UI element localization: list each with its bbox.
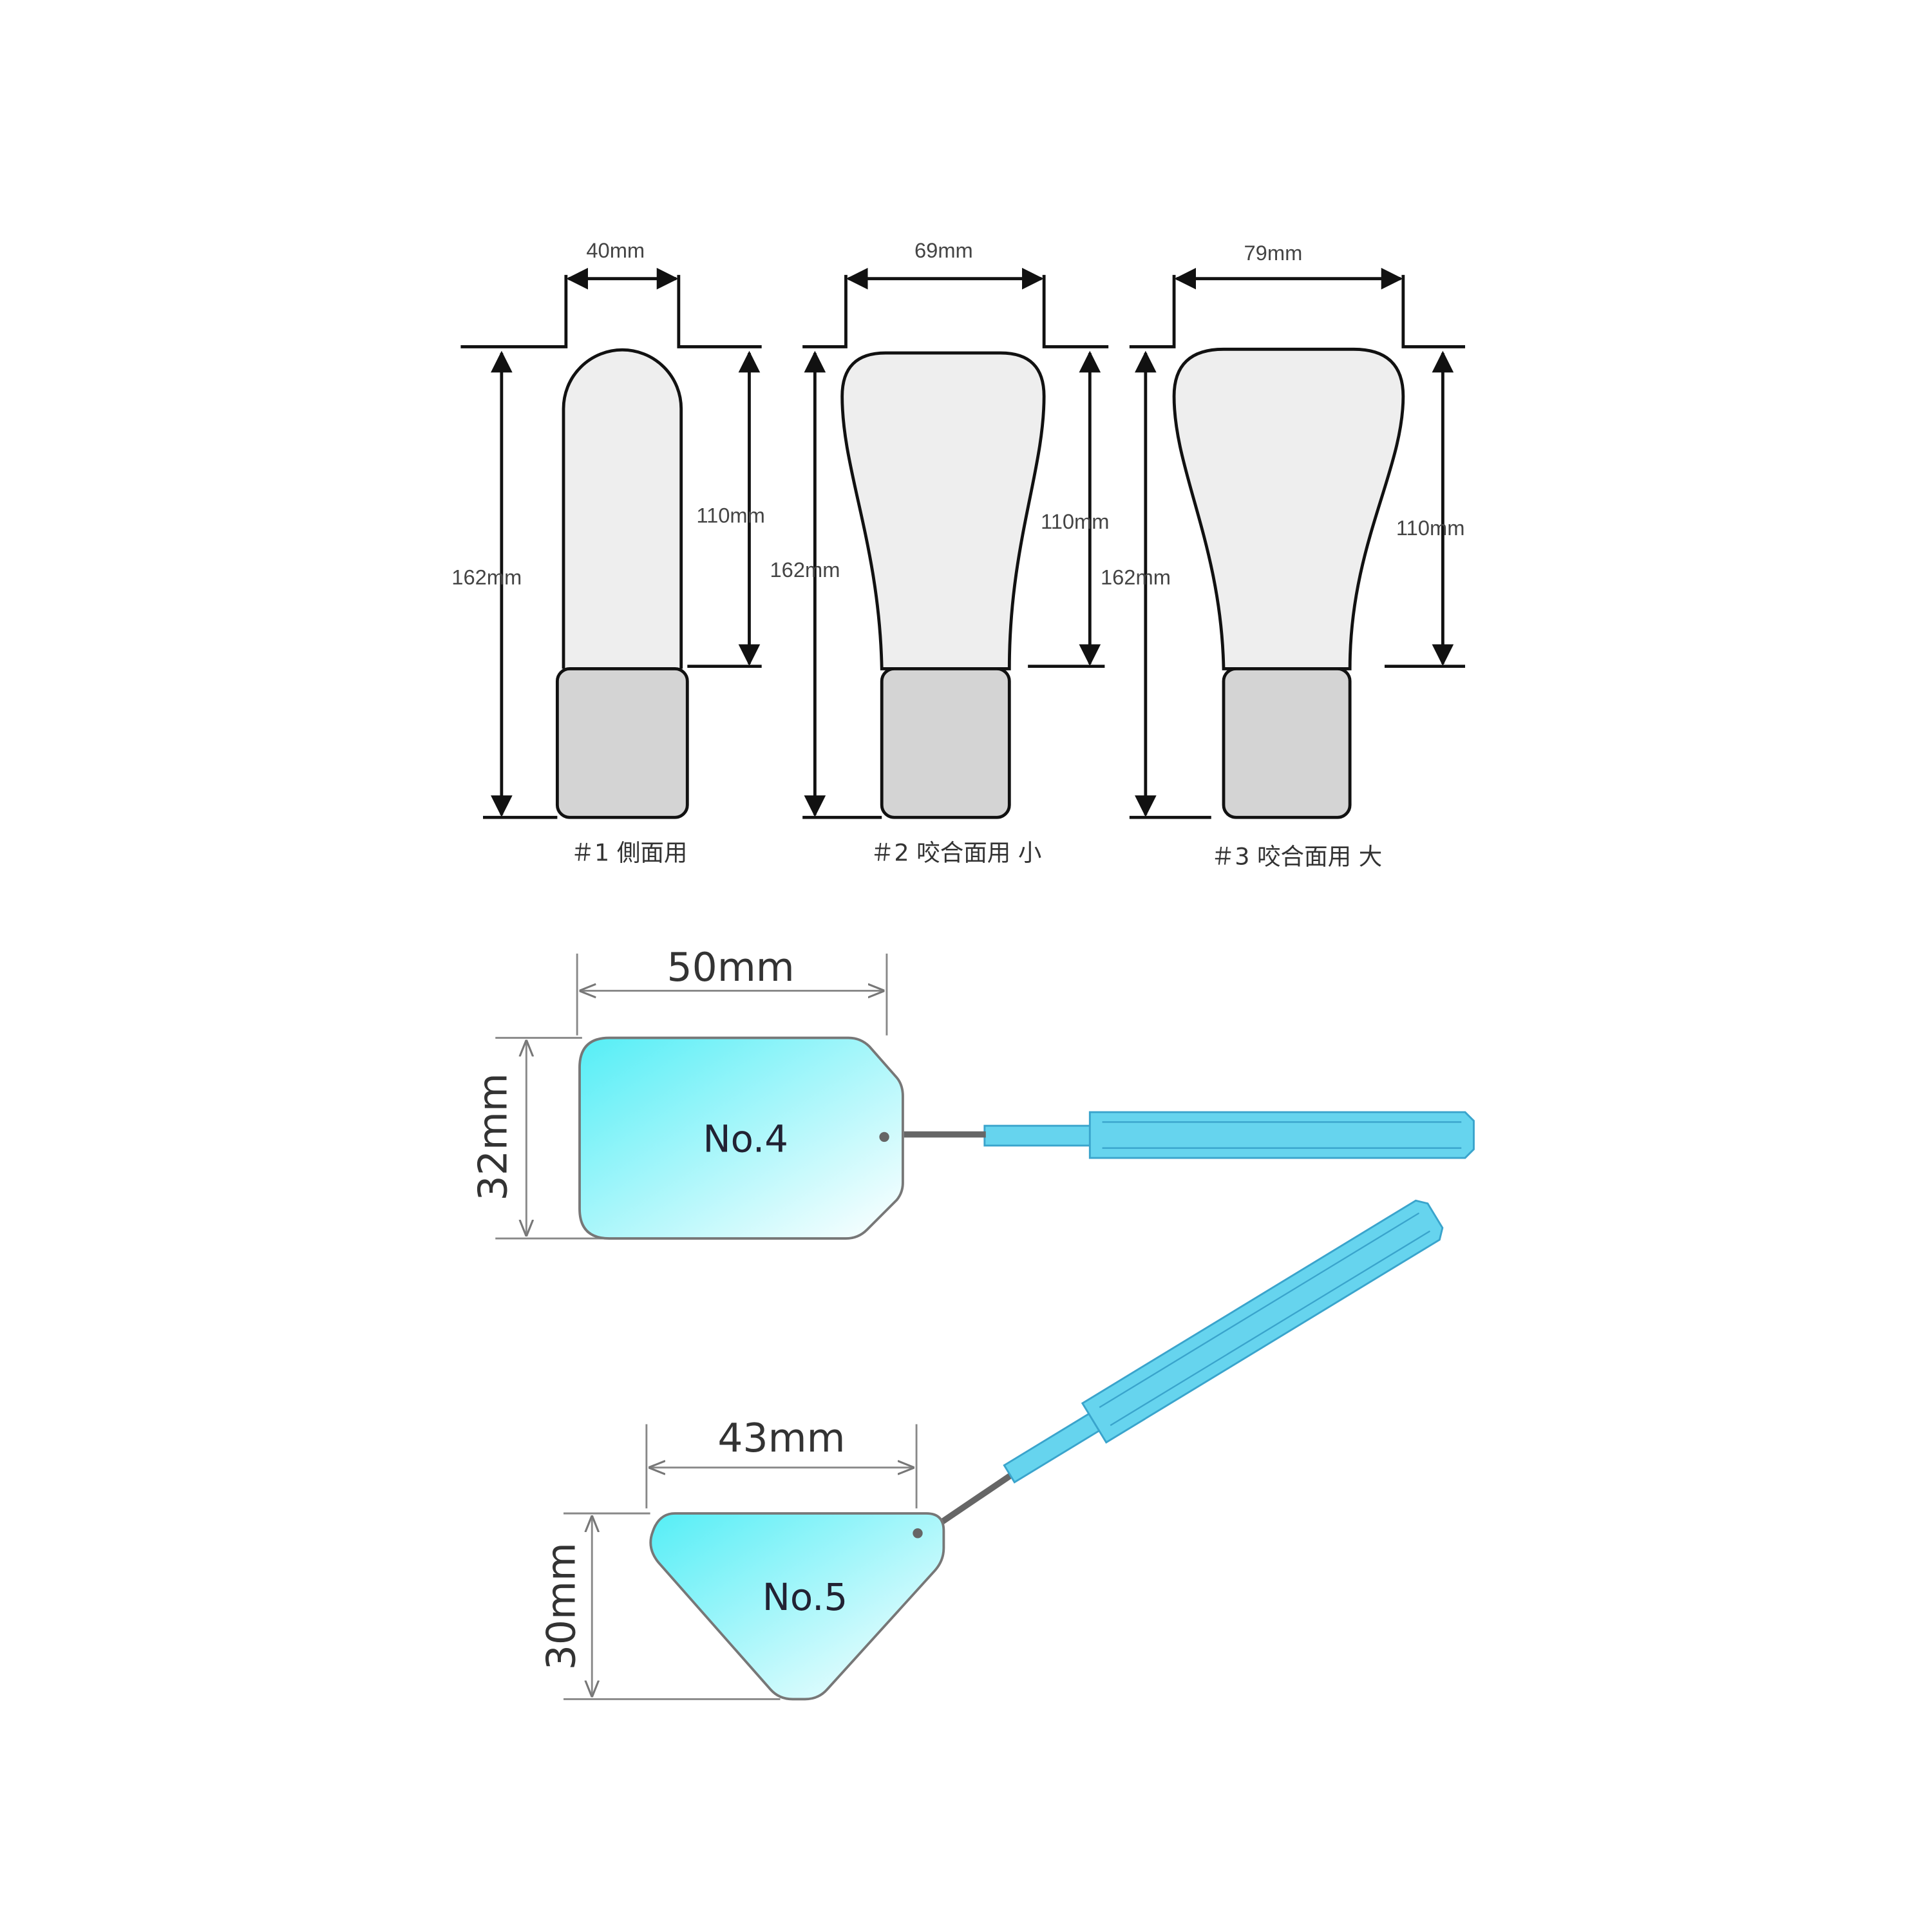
handle-neck: [983, 1124, 1097, 1147]
height-extension-lines: [564, 1512, 781, 1700]
rivet: [879, 1132, 889, 1142]
handle-neck: [1003, 1409, 1106, 1484]
blade-shape: [562, 348, 683, 669]
width-extension-lines: [645, 1424, 918, 1509]
mirror-2-caption: ＃2 咬合面用 小: [871, 839, 1042, 867]
width-extension-lines: [576, 953, 888, 1036]
width-extension-lines: [802, 274, 1109, 348]
mirror-1-caption: ＃1 側面用: [571, 839, 687, 867]
cap-shape: [555, 667, 689, 819]
mirror-head: [649, 1512, 945, 1701]
handle-grooves: [1102, 1121, 1462, 1149]
mirror-no4-label: No.4: [703, 1117, 788, 1160]
mirror-1-drawing: [460, 267, 762, 819]
handle: [1081, 1199, 1444, 1444]
mirror-1-total-length: 162mm: [451, 565, 522, 589]
rivet: [913, 1528, 923, 1539]
mirror-no5-width: 43mm: [717, 1415, 845, 1461]
top-panel: [460, 267, 1465, 819]
cap-shape: [1222, 667, 1352, 819]
mirror-no5-label: No.5: [762, 1575, 848, 1619]
handle-group: [1003, 1199, 1444, 1484]
height-extension-lines: [495, 1037, 607, 1240]
mirror-3-width: 79mm: [1244, 241, 1303, 265]
width-extension-lines: [1129, 274, 1465, 348]
mirror-no4-width: 50mm: [667, 944, 795, 990]
mirror-2-width: 69mm: [914, 238, 973, 262]
mirror-no4-height: 32mm: [470, 1073, 516, 1200]
mirror-3-total-length: 162mm: [1101, 565, 1171, 589]
mirror-no5: 43mm 30mm No.5: [538, 1199, 1444, 1701]
width-extension-lines: [460, 274, 762, 348]
mirror-2-drawing: [802, 267, 1109, 819]
blade-shape: [840, 351, 1046, 670]
bottom-panel: 50mm 32mm No.4 43mm 30mm No.5: [470, 944, 1475, 1701]
mirror-head: [578, 1036, 904, 1240]
blade-shape: [1172, 347, 1405, 670]
mirror-3-drawing: [1129, 267, 1465, 819]
mirror-1-blade-length: 110mm: [696, 504, 765, 527]
mirror-2-total-length: 162mm: [770, 558, 840, 582]
mirror-1-width: 40mm: [586, 238, 645, 262]
mirror-2-blade-length: 110mm: [1041, 509, 1110, 533]
top-panel-labels: 40mm 162mm 110mm ＃1 側面用 69mm 162mm 110mm…: [451, 238, 1464, 870]
mirror-3-caption: ＃3 咬合面用 大: [1211, 842, 1383, 870]
cap-shape: [880, 667, 1011, 819]
mirror-3-blade-length: 110mm: [1396, 516, 1465, 540]
mirror-no5-height: 30mm: [538, 1542, 584, 1670]
handle: [1088, 1111, 1475, 1159]
mirror-no4: 50mm 32mm No.4: [470, 944, 1475, 1240]
handle-grooves: [1099, 1212, 1431, 1426]
